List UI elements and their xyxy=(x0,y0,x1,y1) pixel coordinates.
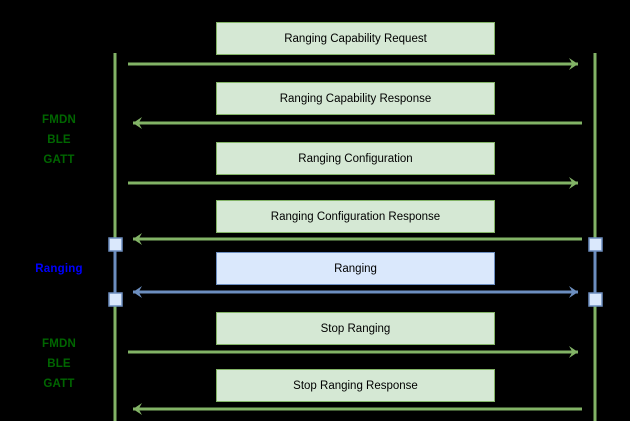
activation-left-start[interactable] xyxy=(108,237,123,252)
activation-right-start[interactable] xyxy=(588,237,603,252)
activation-bars-group xyxy=(113,244,597,299)
message-box-msg-stop-ranging[interactable]: Stop Ranging xyxy=(216,312,495,345)
message-box-msg-stop-ranging-response[interactable]: Stop Ranging Response xyxy=(216,369,495,402)
message-label: Stop Ranging Response xyxy=(293,379,418,392)
message-box-msg-ranging[interactable]: Ranging xyxy=(216,252,495,285)
arrow-head xyxy=(133,233,142,245)
message-label: Ranging Capability Request xyxy=(284,32,427,45)
message-box-msg-ranging-configuration[interactable]: Ranging Configuration xyxy=(216,142,495,175)
arrow-msg-ranging-capability-response xyxy=(133,117,582,129)
arrow-head xyxy=(569,177,578,189)
message-label: Ranging Configuration Response xyxy=(270,210,441,223)
message-label: Ranging Configuration xyxy=(298,152,413,165)
arrow-head xyxy=(133,117,142,129)
activation-right-end[interactable] xyxy=(588,292,603,307)
arrow-msg-ranging-configuration-response xyxy=(133,233,582,245)
lifelines-group xyxy=(113,53,597,421)
message-label: Ranging xyxy=(334,262,377,275)
message-box-msg-ranging-configuration-response[interactable]: Ranging Configuration Response xyxy=(216,200,495,233)
arrow-head xyxy=(133,286,142,298)
phase-label-phase-fmdn-top: FMDN BLE GATT xyxy=(41,114,76,166)
message-label: Ranging Capability Response xyxy=(279,92,432,105)
arrow-msg-ranging-configuration xyxy=(128,177,578,189)
arrow-msg-stop-ranging xyxy=(128,346,578,358)
arrow-msg-stop-ranging-response xyxy=(133,403,582,415)
arrow-msg-ranging-capability-request xyxy=(128,58,578,70)
message-arrows-group xyxy=(128,58,582,415)
activation-handles-group xyxy=(108,237,603,307)
arrow-head xyxy=(569,346,578,358)
message-box-msg-ranging-capability-response[interactable]: Ranging Capability Response xyxy=(216,82,495,115)
arrow-msg-ranging xyxy=(133,286,578,298)
arrow-head xyxy=(569,286,578,298)
message-label: Stop Ranging xyxy=(320,322,391,335)
phase-label-phase-ranging: Ranging xyxy=(35,263,83,275)
arrow-head xyxy=(569,58,578,70)
message-box-msg-ranging-capability-request[interactable]: Ranging Capability Request xyxy=(216,22,495,55)
phase-label-phase-fmdn-bottom: FMDN BLE GATT xyxy=(41,338,76,390)
activation-left-end[interactable] xyxy=(108,292,123,307)
arrow-head xyxy=(133,403,142,415)
